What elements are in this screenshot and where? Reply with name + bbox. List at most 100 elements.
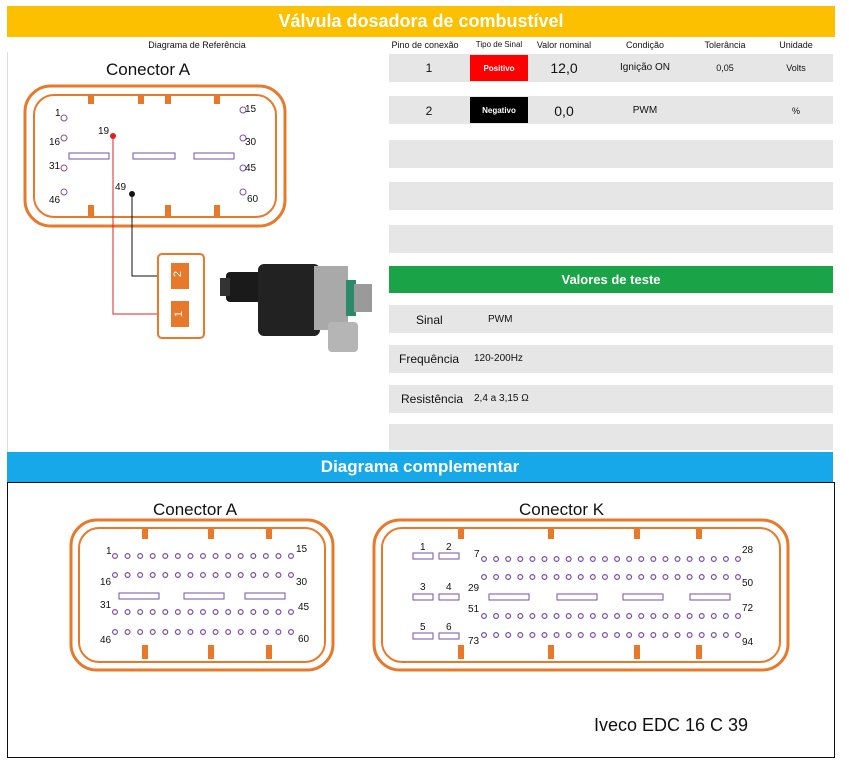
pin-circle bbox=[149, 629, 156, 636]
pin-circle bbox=[589, 613, 596, 620]
plug-outline bbox=[157, 253, 205, 339]
pin-circle bbox=[614, 632, 621, 639]
conn-k-label: 7 bbox=[474, 549, 480, 560]
pin-circle bbox=[529, 555, 536, 562]
pin-circle bbox=[553, 573, 560, 580]
pin-circle bbox=[162, 571, 169, 578]
pin-circle bbox=[626, 613, 633, 620]
pin-circle bbox=[149, 552, 156, 559]
pin-circle bbox=[237, 552, 244, 559]
pin-circle bbox=[710, 613, 717, 620]
pin-circle bbox=[187, 552, 194, 559]
pin-circle bbox=[111, 629, 118, 636]
pin-circle bbox=[262, 571, 269, 578]
row1-tolerance: 0,05 bbox=[716, 63, 734, 73]
reference-connector-title: Conector A bbox=[106, 60, 191, 79]
pin-circle bbox=[601, 632, 608, 639]
pin-circle bbox=[288, 608, 295, 615]
conn-a-label: 1 bbox=[106, 546, 112, 557]
pin-circle bbox=[111, 571, 118, 578]
pin-circle bbox=[541, 613, 548, 620]
pin-circle bbox=[174, 608, 181, 615]
test-row bbox=[389, 305, 833, 333]
connector-outline bbox=[23, 84, 287, 228]
pin-circle bbox=[686, 555, 693, 562]
conn-a-label: 31 bbox=[100, 600, 112, 611]
row1-unit: Volts bbox=[786, 63, 806, 73]
page-title: Válvula dosadora de combustível bbox=[7, 6, 835, 37]
pin-circle bbox=[565, 632, 572, 639]
plug-pin-1-label: 1 bbox=[173, 310, 186, 318]
conn-k-label: 51 bbox=[468, 604, 480, 615]
test-values-header: Valores de teste bbox=[389, 266, 833, 293]
ref-pin-label-19: 19 bbox=[98, 126, 110, 137]
complementary-diagram bbox=[69, 518, 790, 672]
row1-nominal: 12,0 bbox=[550, 60, 578, 76]
pin-circle bbox=[662, 613, 669, 620]
pin-circle bbox=[187, 608, 194, 615]
pin-circle bbox=[162, 552, 169, 559]
pin-circle bbox=[553, 613, 560, 620]
row1-condition: Ignição ON bbox=[619, 62, 671, 73]
test-label-signal: Sinal bbox=[416, 313, 443, 327]
pin-circle bbox=[275, 571, 282, 578]
pin-circle bbox=[237, 571, 244, 578]
pin-circle bbox=[686, 573, 693, 580]
pin-circle bbox=[124, 552, 131, 559]
pin-circle bbox=[124, 571, 131, 578]
pin-circle bbox=[174, 552, 181, 559]
pin-circle bbox=[638, 632, 645, 639]
header-tolerance: Tolerância bbox=[704, 40, 746, 50]
pin-circle bbox=[111, 552, 118, 559]
row2-unit: % bbox=[791, 106, 800, 116]
pin-circle bbox=[577, 573, 584, 580]
pin-circle bbox=[505, 573, 512, 580]
pin-circle bbox=[614, 555, 621, 562]
conn-k-label: 5 bbox=[420, 622, 426, 633]
empty-row bbox=[389, 225, 833, 253]
test-value-signal: PWM bbox=[488, 314, 513, 325]
pin-circle bbox=[262, 629, 269, 636]
pin-circle bbox=[541, 573, 548, 580]
pin-circle bbox=[262, 608, 269, 615]
conn-k-label: 72 bbox=[742, 603, 754, 614]
complementary-header: Diagrama complementar bbox=[7, 452, 833, 482]
test-row bbox=[389, 385, 833, 413]
pin-circle bbox=[162, 629, 169, 636]
pin-circle bbox=[650, 555, 657, 562]
pin-circle bbox=[137, 571, 144, 578]
pin-circle bbox=[722, 573, 729, 580]
pin-circle bbox=[650, 573, 657, 580]
pin-circle bbox=[493, 632, 500, 639]
pin-circle bbox=[481, 573, 488, 580]
pin-circle bbox=[686, 632, 693, 639]
pin-circle bbox=[698, 555, 705, 562]
ref-pin-label: 46 bbox=[49, 195, 61, 206]
conn-k-label: 29 bbox=[468, 583, 480, 594]
ref-pin-label-49: 49 bbox=[115, 182, 127, 193]
conn-k-label: 3 bbox=[420, 582, 426, 593]
pin-circle bbox=[589, 555, 596, 562]
pin-circle bbox=[698, 573, 705, 580]
header-condition: Condição bbox=[625, 40, 665, 50]
pin-circle bbox=[722, 632, 729, 639]
pin-circle bbox=[734, 555, 741, 562]
pin-circle bbox=[674, 555, 681, 562]
pin-circle bbox=[493, 573, 500, 580]
connector-a-title: Conector A bbox=[153, 500, 238, 519]
pin-circle bbox=[124, 608, 131, 615]
pin-circle bbox=[626, 573, 633, 580]
pin-circle bbox=[734, 632, 741, 639]
pin-circle bbox=[577, 555, 584, 562]
pin-circle bbox=[517, 573, 524, 580]
header-reference: Diagrama de Referência bbox=[148, 40, 246, 50]
pin-19-dot bbox=[110, 133, 116, 139]
conn-a-label: 46 bbox=[100, 635, 112, 646]
negative-badge: Negativo bbox=[470, 97, 528, 123]
pin-circle bbox=[662, 573, 669, 580]
pin-circle bbox=[565, 555, 572, 562]
ref-pin-label: 31 bbox=[49, 161, 61, 172]
pin-circle bbox=[710, 573, 717, 580]
pin-circle bbox=[137, 608, 144, 615]
pin-circle bbox=[493, 555, 500, 562]
